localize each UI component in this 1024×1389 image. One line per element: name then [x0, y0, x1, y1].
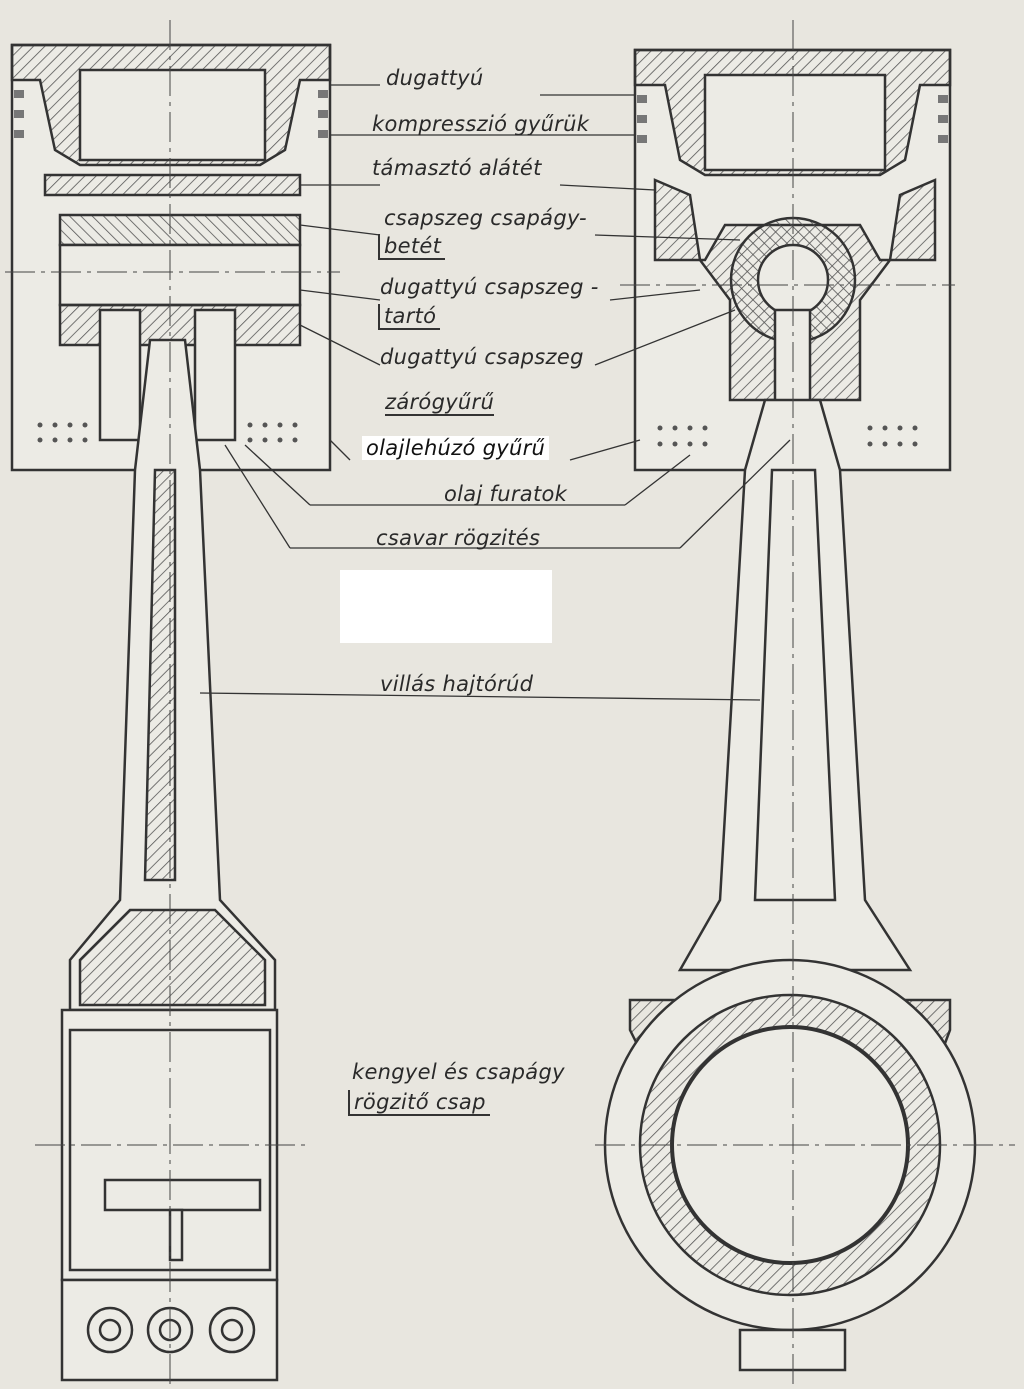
label-support-washer: támasztó alátét [372, 156, 542, 180]
right-assembly [595, 20, 1015, 1389]
label-pin-holder-line1: dugattyú csapszeg - [380, 275, 599, 299]
label-pin-bushing-line1: csapszeg csapágy- [384, 206, 587, 230]
label-wrist-pin: dugattyú csapszeg [380, 345, 584, 369]
label-oil-scraper-ring: olajlehúzó gyűrű [362, 436, 550, 460]
left-bolt-2 [193, 308, 237, 442]
label-cap-and-bearing-line1: kengyel és csapágy [352, 1060, 565, 1084]
label-cap-and-bearing-line2: rögzitő csap [348, 1090, 490, 1116]
right-compression-rings [637, 95, 948, 143]
leader-lines [199, 84, 791, 701]
label-bolt-locking: csavar rögzités [376, 526, 541, 550]
label-pin-holder-line2: tartó [378, 304, 441, 330]
label-piston: dugattyú [386, 66, 484, 90]
label-forked-connecting-rod: villás hajtórúd [380, 672, 534, 696]
label-compression-rings: kompresszió gyűrük [372, 112, 590, 136]
blank-label-patch [340, 570, 552, 643]
left-wrist-pin [58, 213, 302, 247]
right-oil-holes [657, 425, 918, 447]
label-retaining-ring: zárógyűrű [385, 390, 495, 416]
left-support-washer [43, 173, 302, 197]
right-connecting-rod [677, 398, 913, 972]
label-oil-holes: olaj furatok [444, 482, 568, 506]
left-bolt-1 [98, 308, 142, 442]
left-oil-holes [37, 422, 298, 443]
left-compression-rings [14, 90, 328, 138]
label-pin-bushing-line2: betét [378, 234, 446, 260]
left-assembly [5, 20, 340, 1389]
